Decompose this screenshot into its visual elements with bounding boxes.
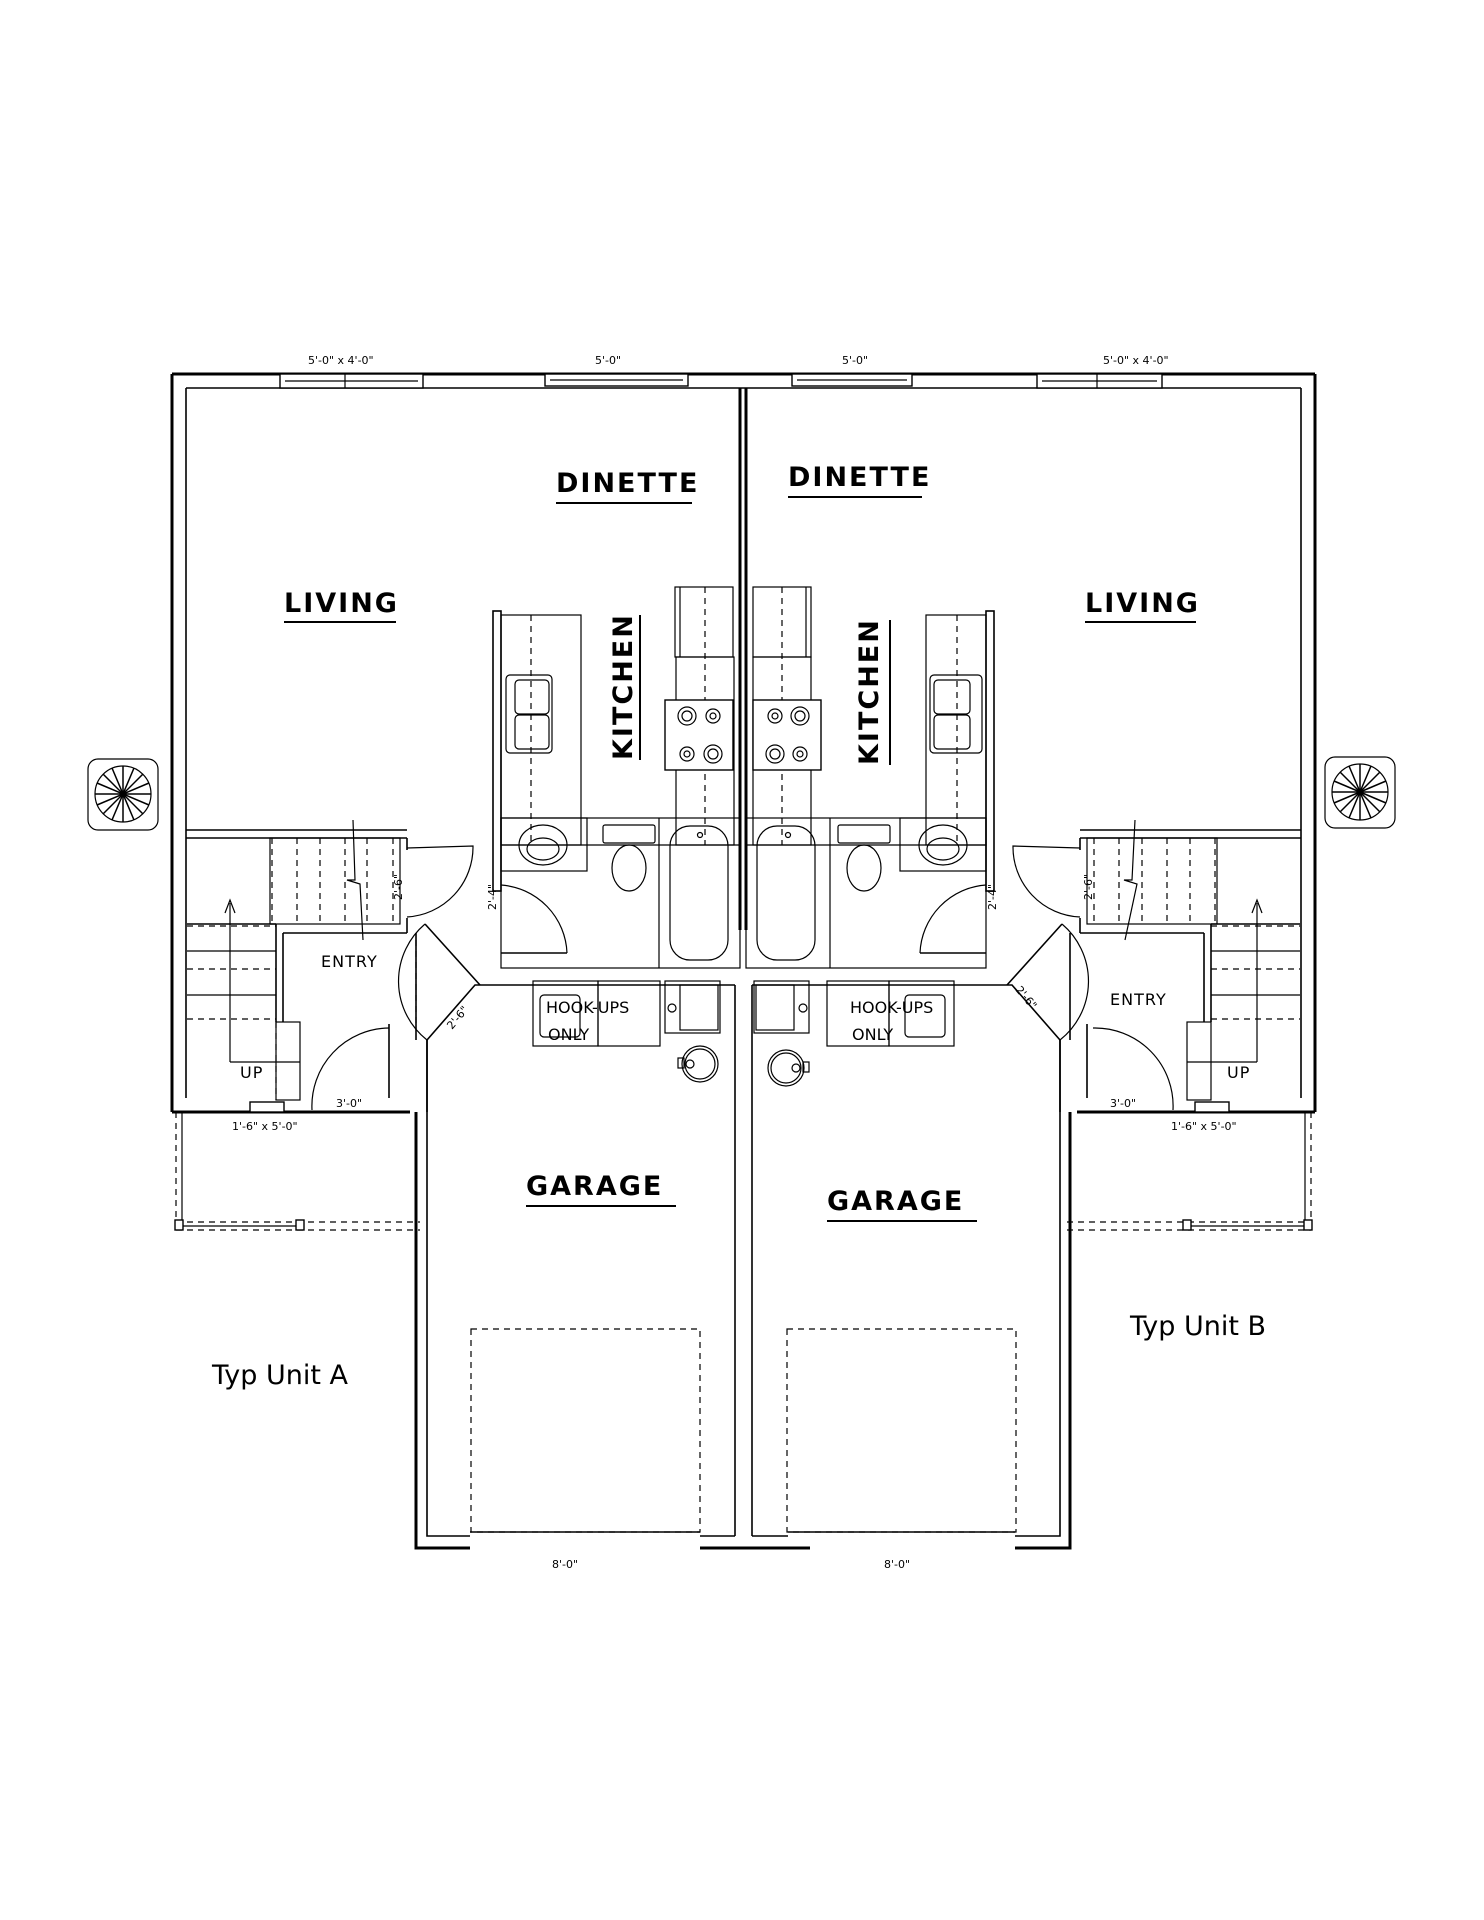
lavatory-icon [918,824,968,866]
dim-dinette-window-a: 5'-0" [595,354,621,367]
hookups-label-b-1: HOOK-UPS [850,998,933,1017]
room-label-living-a: LIVING [284,588,399,619]
range-icon [752,699,822,771]
room-label-kitchen-b: KITCHEN [854,618,885,765]
kitchen-a [492,586,740,892]
unit-label-b: Typ Unit B [1129,1311,1266,1342]
dim-garage-passage-door-a: 2'-6" [444,1004,471,1032]
stair-up-label-a: UP [240,1063,263,1082]
bathtub-icon [669,825,729,961]
dim-bath-door-a: 2'-4" [486,884,499,910]
porch-b [1067,1112,1313,1231]
garages: GARAGE GARAGE 8'-0" 8'-0" [414,984,1072,1571]
double-sink-icon [505,674,553,754]
room-label-garage-a: GARAGE [526,1171,663,1202]
room-label-kitchen-a: KITCHEN [608,613,639,760]
room-label-entry-a: ENTRY [321,952,378,971]
dim-garage-passage-door-b: 2'-6" [1013,984,1040,1012]
unit-label-a: Typ Unit A [211,1360,349,1391]
entry-a: UP 2'-6" ENTRY 3'-0" 1'-6" x 5'-0" 2'-6" [187,819,481,1133]
dim-closet-door-a: 2'-6" [392,874,405,900]
dim-garage-door-a: 8'-0" [552,1558,578,1571]
furnace-icon [664,980,721,1034]
room-label-dinette-b: DINETTE [788,462,931,493]
dryer-icon [597,980,661,1047]
water-heater-icon [681,1045,719,1083]
dim-entry-door-a: 3'-0" [336,1097,362,1110]
hookups-label-b-2: ONLY [852,1025,893,1044]
porch-a [174,1112,420,1231]
ac-unit-a-icon [87,758,159,831]
dim-dinette-window-b: 5'-0" [842,354,868,367]
water-heater-icon [767,1049,805,1087]
bath-a: 2'-4" [486,817,741,969]
bathtub-icon [756,825,816,961]
room-label-entry-b: ENTRY [1110,990,1167,1009]
range-icon [664,699,734,771]
double-sink-icon [929,674,983,754]
washer-icon [888,980,955,1047]
toilet-icon [602,824,656,844]
toilet-icon [837,824,891,844]
dim-entry-door-b: 3'-0" [1110,1097,1136,1110]
entry-b: UP 2'-6" ENTRY 3'-0" 1'-6" x 5'-0" 2'-6" [1006,819,1300,1133]
dim-bath-door-b: 2'-4" [986,884,999,910]
windows-top [279,373,1163,389]
lavatory-icon [518,824,568,866]
dim-garage-door-b: 8'-0" [884,1558,910,1571]
refrigerator-icon [674,586,734,658]
stair-up-label-b: UP [1227,1063,1250,1082]
dim-living-window-b: 5'-0" x 4'-0" [1103,354,1169,367]
dim-living-window-a: 5'-0" x 4'-0" [308,354,374,367]
hookups-label-a-2: ONLY [548,1025,589,1044]
laundry-b: HOOK-UPS ONLY [753,980,955,1087]
furnace-icon [753,980,810,1034]
ac-unit-b-icon [1324,756,1396,829]
dim-sidelight-b: 1'-6" x 5'-0" [1171,1120,1237,1133]
dim-closet-door-b: 2'-6" [1082,874,1095,900]
room-label-dinette-a: DINETTE [556,468,699,499]
dim-sidelight-a: 1'-6" x 5'-0" [232,1120,298,1133]
kitchen-b [746,586,995,892]
bath-b: 2'-4" [745,817,999,969]
room-label-garage-b: GARAGE [827,1186,964,1217]
room-label-living-b: LIVING [1085,588,1200,619]
hookups-label-a-1: HOOK-UPS [546,998,629,1017]
laundry-a: HOOK-UPS ONLY [532,980,721,1083]
